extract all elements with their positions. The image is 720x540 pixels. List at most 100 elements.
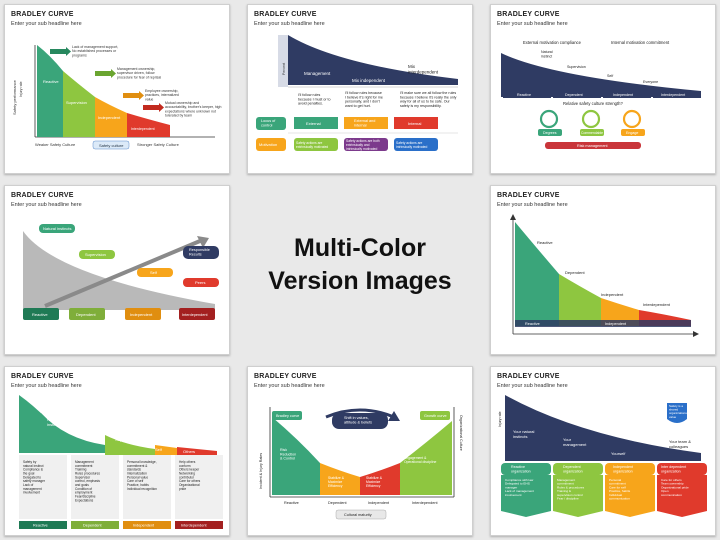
bradley-curve-label: Bradley curve: [276, 414, 299, 418]
injury-rate-label: Injury rate: [498, 411, 502, 427]
axis-left-label: Weaker Safety Culture: [35, 142, 76, 147]
slide-subtitle: Enter your sub headline here: [254, 21, 325, 27]
self-label: Self: [155, 447, 163, 452]
incident-rates-label: Incident & Injury Rates: [259, 453, 263, 489]
band-dependent: Dependent: [76, 312, 96, 317]
stage-independent: Independent: [98, 115, 121, 120]
slide-thumbnail-4[interactable]: BRADLEY CURVE Enter your sub headline he…: [4, 185, 230, 355]
slide-subtitle: Enter your sub headline here: [497, 21, 568, 27]
slide-title: BRADLEY CURVE: [254, 11, 317, 18]
self-label: Self: [150, 270, 158, 275]
label-dependent-top: Dependent: [565, 270, 585, 275]
slide-subtitle: Enter your sub headline here: [11, 21, 82, 27]
stage-interdependent: Interdependent: [131, 127, 155, 131]
shift-values-label: Shift in values,attitude & beliefs: [344, 416, 372, 425]
locus-internal: Internal: [408, 121, 421, 126]
motivation-label: Motivation: [259, 142, 277, 147]
header-independent: Mix independent: [352, 78, 386, 83]
injury-rate-label: Injury rate: [12, 413, 16, 429]
slide-thumbnail-5[interactable]: BRADLEY CURVE Enter your sub headline he…: [490, 185, 716, 355]
yourself-label: Yourself: [611, 451, 626, 456]
label-independent-top: Independent: [601, 292, 624, 297]
slide-thumbnail-1[interactable]: BRADLEY CURVE Enter your sub headline he…: [4, 4, 230, 174]
center-headline-line1: Multi-Color: [294, 234, 426, 262]
cultural-maturity-label: Cultural maturity: [344, 513, 372, 517]
supervision-label: Supervision: [115, 437, 136, 442]
label-reactive-top: Reactive: [537, 240, 553, 245]
slide-title: BRADLEY CURVE: [497, 11, 560, 18]
band-interdependent: Interdependent: [661, 93, 685, 97]
percent-label: Percent: [282, 63, 286, 75]
band-reactive: Reactive: [284, 501, 299, 505]
natural-instincts-label: Natural instincts: [43, 226, 71, 231]
axis-mid-label: Safety culture: [99, 143, 124, 148]
growth-curve-label: Growth curve: [424, 414, 447, 418]
slide-thumbnail-7[interactable]: BRADLEY CURVE Enter your sub headline he…: [247, 366, 473, 536]
slide-title: BRADLEY CURVE: [11, 192, 74, 199]
center-headline-line2: Version Images: [268, 267, 452, 295]
external-motivation-label: External motivation compliance: [523, 40, 582, 45]
band-dependent: Dependent: [565, 93, 583, 97]
supervision-label: Supervision: [567, 65, 586, 69]
others-label: Others: [183, 449, 195, 454]
slide-title: BRADLEY CURVE: [11, 11, 74, 18]
slide-5-graphic: Reactive Dependent Independent Interdepe…: [510, 214, 699, 337]
band-independent: Independent: [368, 501, 390, 505]
slide-thumbnail-6[interactable]: BRADLEY CURVE Enter your sub headline he…: [4, 366, 230, 536]
slide-subtitle: Enter your sub headline here: [254, 383, 325, 389]
y-axis-label-secondary: Injury rate: [19, 81, 23, 97]
peers-label: Peers: [195, 280, 205, 285]
note-1: Lack of management support,No establishe…: [72, 45, 118, 57]
slide-subtitle: Enter your sub headline here: [497, 202, 568, 208]
slide-thumbnail-8[interactable]: BRADLEY CURVE Enter your sub headline he…: [490, 366, 716, 536]
y-axis-label: Safety performance: [12, 79, 17, 115]
slide-title: BRADLEY CURVE: [497, 373, 560, 380]
axis-right-label: Stronger Safety Culture: [137, 142, 180, 147]
band-independent: Independent: [130, 312, 153, 317]
header-management: Management: [304, 71, 331, 76]
slide-thumbnail-3[interactable]: BRADLEY CURVE Enter your sub headline he…: [490, 4, 716, 174]
band-independent: Independent: [133, 524, 155, 528]
band-reactive: Reactive: [517, 93, 531, 97]
band-independent: Independent: [605, 322, 627, 326]
circle-engage: Engage: [626, 131, 638, 135]
slide-4-graphic: Natural instincts Supervision Self Peers…: [23, 224, 219, 320]
label-interdependent-top: Interdependent: [643, 302, 671, 307]
slide-thumbnail-2[interactable]: BRADLEY CURVE Enter your sub headline he…: [247, 4, 473, 174]
slide-title: BRADLEY CURVE: [497, 192, 560, 199]
slide-subtitle: Enter your sub headline here: [11, 202, 82, 208]
organizational-culture-label: Organizational Culture: [459, 415, 463, 451]
slide-subtitle: Enter your sub headline here: [11, 383, 82, 389]
question-label: Relative safety culture strength?: [563, 101, 623, 106]
circle-commendable: Commendable: [581, 131, 603, 135]
band-reactive: Reactive: [525, 322, 540, 326]
risk-management-label: Risk management: [577, 144, 609, 148]
band-dependent: Dependent: [83, 524, 103, 528]
slide-title: BRADLEY CURVE: [11, 373, 74, 380]
slide-1-graphic: Safety performance Injury rate Lack of m…: [12, 45, 221, 150]
